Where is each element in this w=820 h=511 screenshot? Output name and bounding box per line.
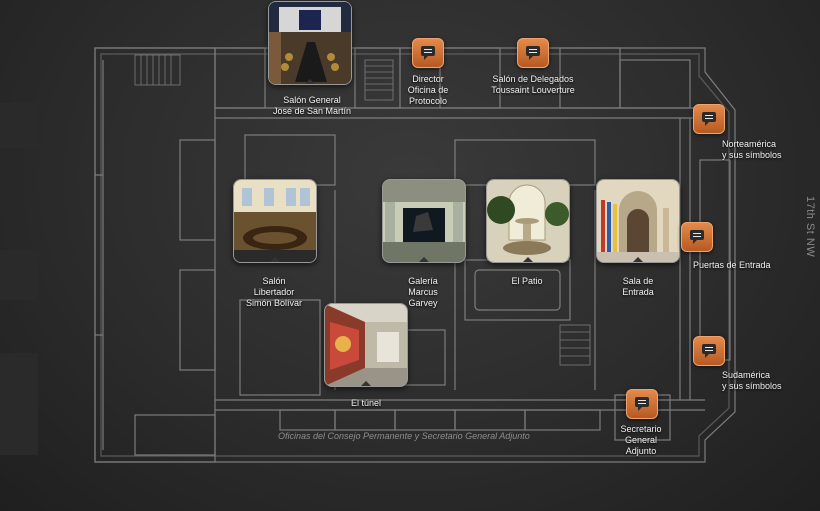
comment-icon (690, 230, 704, 244)
location-label-norteamerica[interactable]: Norteamérica y sus símbolos (722, 139, 782, 160)
side-panel (0, 353, 38, 455)
comment-icon (526, 46, 540, 60)
comment-pin-secretario-adjunto[interactable] (626, 389, 658, 419)
location-label-salon-delegados[interactable]: Salón de Delegados Toussaint Louverture (491, 74, 575, 95)
gallery-statue-photo (383, 180, 465, 262)
tunnel-mural-photo (325, 304, 407, 386)
comment-pin-sudamerica[interactable] (693, 336, 725, 366)
comment-pin-director-protocolo[interactable] (412, 38, 444, 68)
location-label-el-patio[interactable]: El Patio (511, 276, 543, 286)
conference-room-photo (269, 2, 351, 84)
location-label-salon-general[interactable]: Salón General José de San Martín (272, 95, 352, 116)
photo-pin-salon-general[interactable] (268, 1, 352, 85)
side-panel (0, 250, 38, 300)
side-panel (0, 103, 38, 148)
location-label-sudamerica[interactable]: Sudamérica y sus símbolos (722, 370, 782, 391)
comment-icon (635, 397, 649, 411)
location-label-salon-libertador[interactable]: Salón Libertador Simón Bolívar (245, 276, 303, 308)
patio-fountain-photo (487, 180, 569, 262)
photo-pin-el-tunel[interactable] (324, 303, 408, 387)
street-label: 17th St NW (804, 196, 816, 258)
comment-icon (421, 46, 435, 60)
meeting-hall-photo (234, 180, 316, 262)
comment-pin-salon-delegados[interactable] (517, 38, 549, 68)
location-label-puertas-entrada[interactable]: Puertas de Entrada (693, 260, 771, 270)
location-label-director-protocolo[interactable]: Director Oficina de Protocolo (407, 74, 449, 106)
comment-pin-puertas-entrada[interactable] (681, 222, 713, 252)
comment-pin-norteamerica[interactable] (693, 104, 725, 134)
location-label-el-tunel[interactable]: El túnel (350, 398, 382, 408)
location-label-sala-entrada[interactable]: Sala de Entrada (622, 276, 654, 297)
map-footnote: Oficinas del Consejo Permanente y Secret… (278, 431, 530, 441)
location-label-galeria[interactable]: Galería Marcus Garvey (408, 276, 438, 308)
location-label-secretario-adjunto[interactable]: Secretario General Adjunto (620, 424, 662, 456)
comment-icon (702, 344, 716, 358)
photo-pin-salon-libertador[interactable] (233, 179, 317, 263)
entrance-hall-photo (597, 180, 679, 262)
photo-pin-el-patio[interactable] (486, 179, 570, 263)
photo-pin-galeria[interactable] (382, 179, 466, 263)
comment-icon (702, 112, 716, 126)
photo-pin-sala-entrada[interactable] (596, 179, 680, 263)
